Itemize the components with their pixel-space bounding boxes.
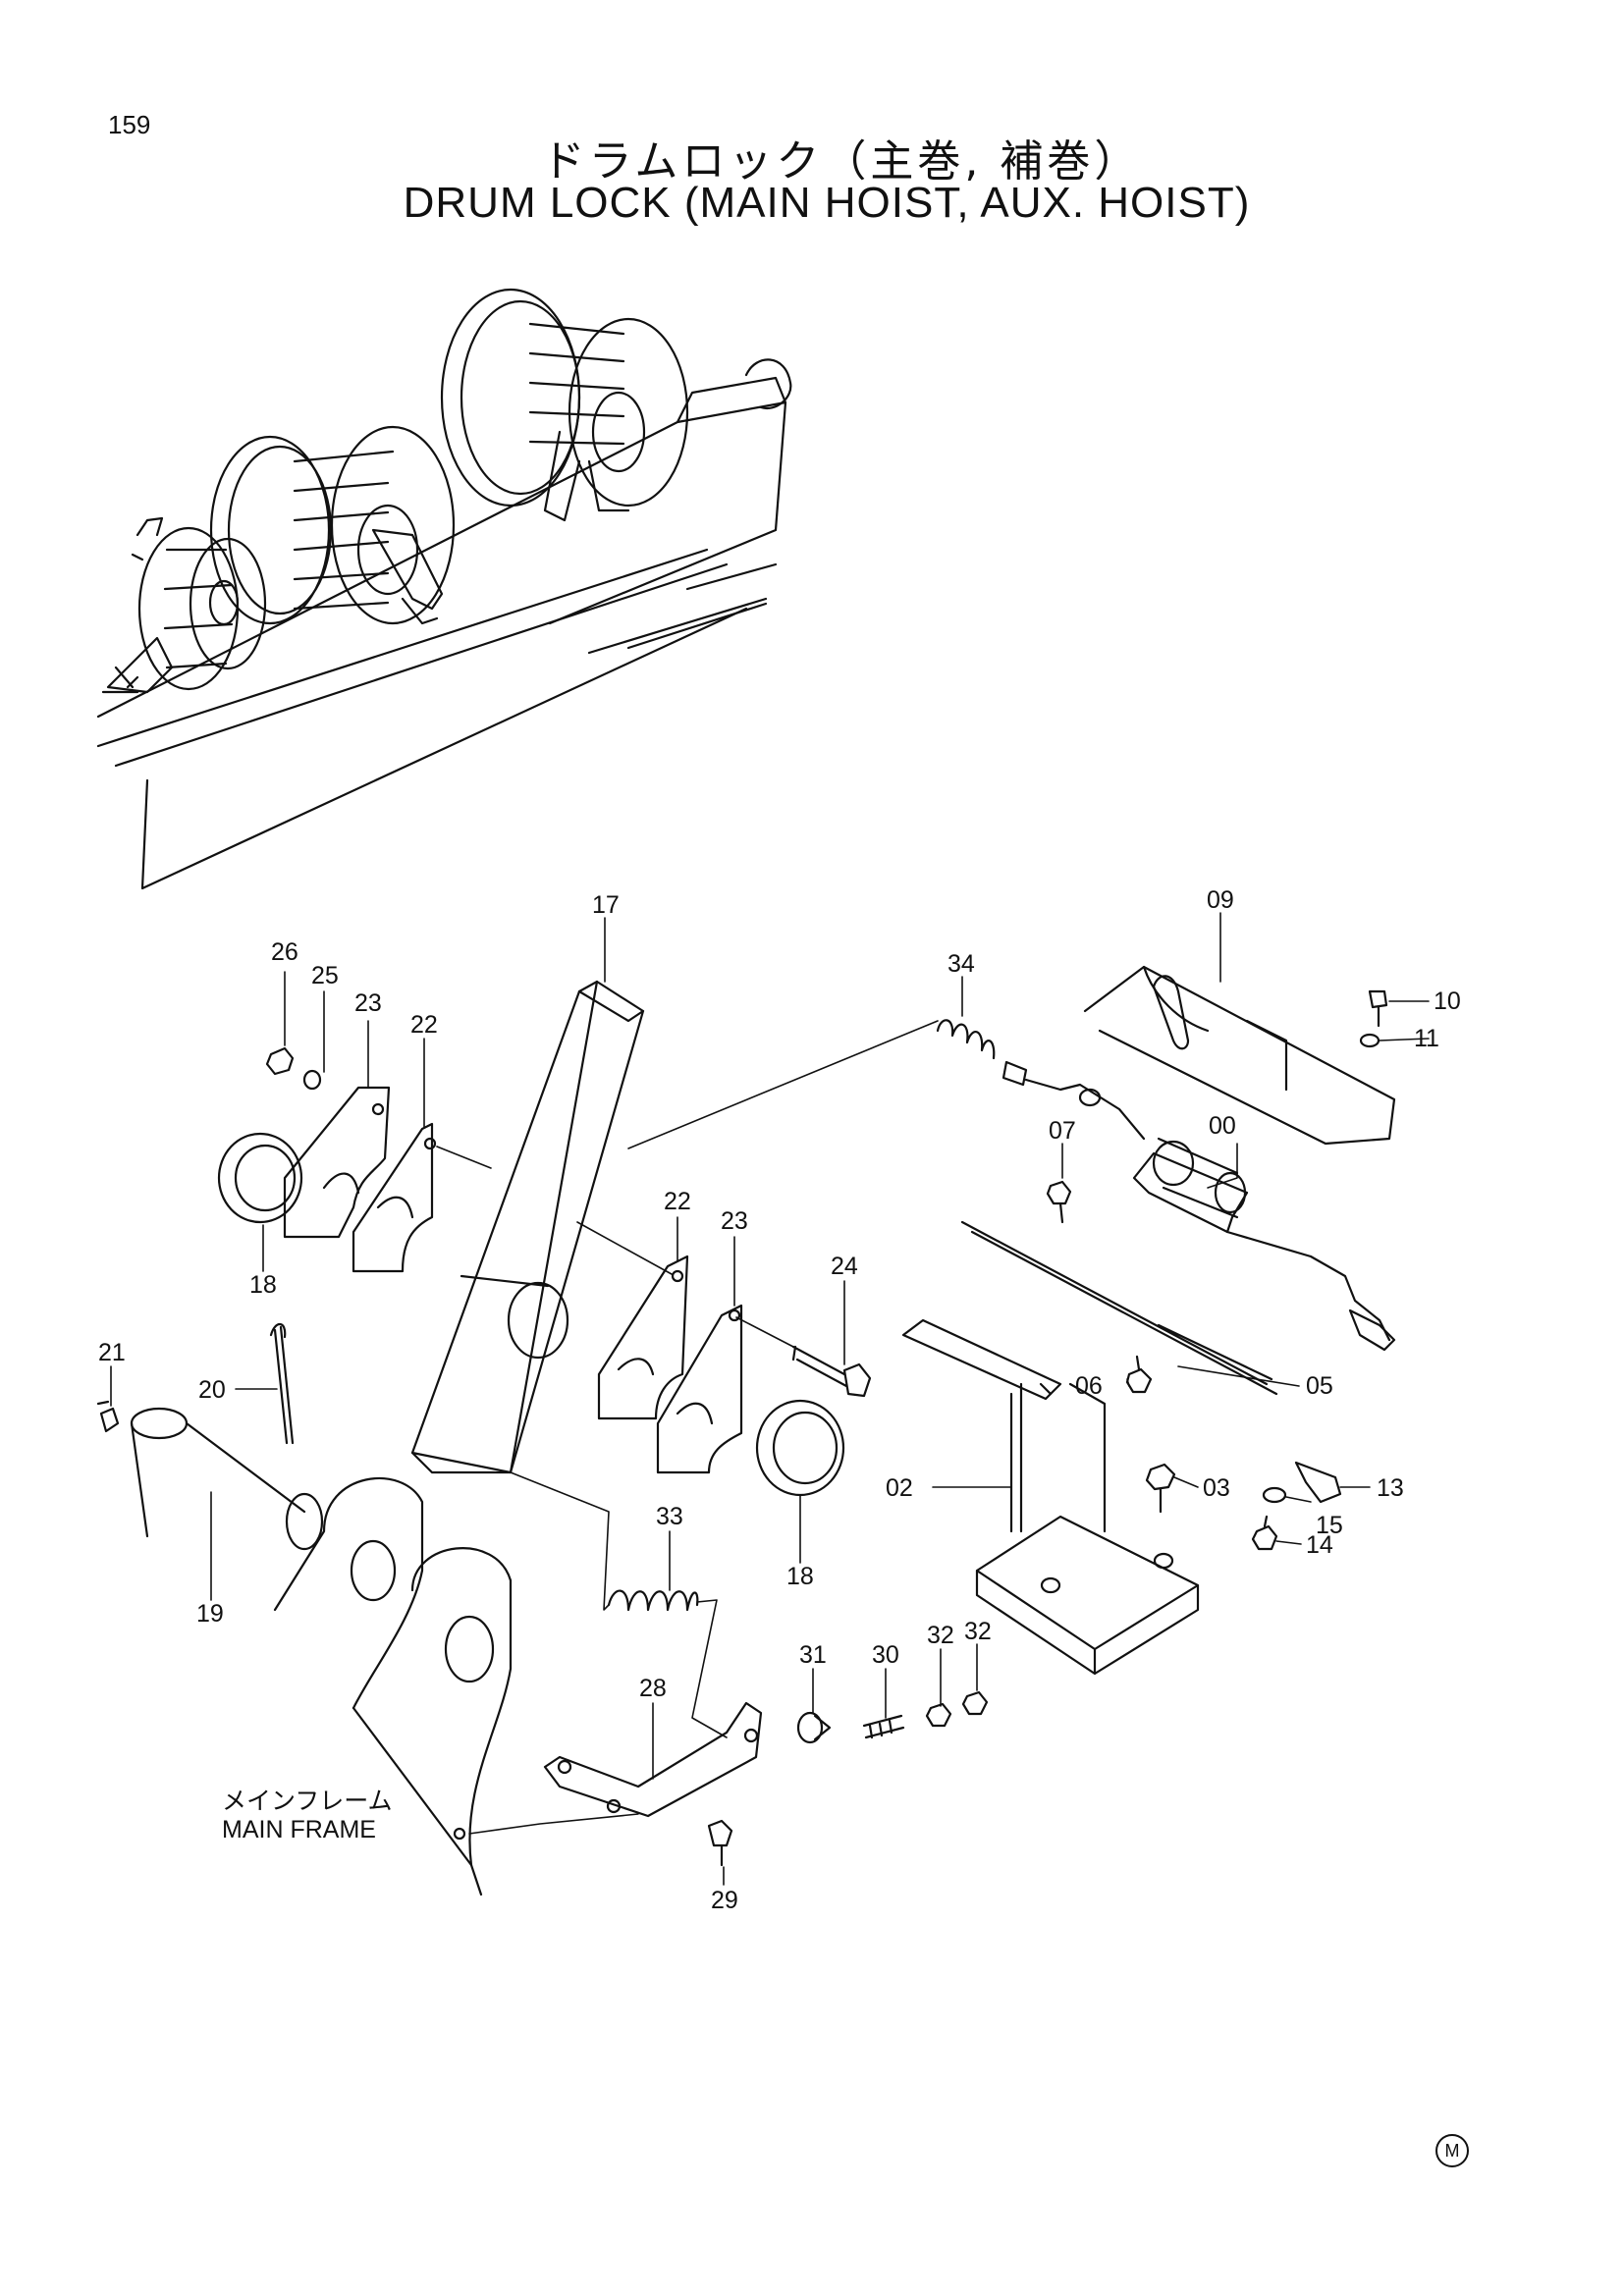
overview-drum-front xyxy=(101,516,267,694)
stud-30 xyxy=(862,1714,905,1739)
callout-20: 20 xyxy=(198,1376,226,1404)
callout-02: 02 xyxy=(886,1474,913,1502)
frame-point-marker xyxy=(453,1827,466,1841)
pawl-part xyxy=(410,980,645,1474)
callout-33: 33 xyxy=(656,1503,683,1530)
callout-07: 07 xyxy=(1049,1117,1076,1145)
bolt-24 xyxy=(791,1345,872,1398)
callout-09: 09 xyxy=(1207,886,1234,914)
callout-34: 34 xyxy=(947,950,975,978)
cover-09 xyxy=(1083,965,1396,1146)
callout-05: 05 xyxy=(1306,1372,1333,1400)
bolt-06 xyxy=(1125,1355,1153,1394)
bolt-03 xyxy=(1145,1463,1176,1514)
callout-19: 19 xyxy=(196,1600,224,1628)
grease-fitting-21 xyxy=(96,1400,120,1433)
callout-18-center: 18 xyxy=(786,1563,814,1590)
callout-29: 29 xyxy=(711,1887,738,1914)
callout-23: 23 xyxy=(354,989,382,1017)
overview-drum-rear xyxy=(440,288,689,522)
callout-labels: 17 09 34 26 25 23 22 10 11 00 07 22 23 1… xyxy=(98,886,1461,1914)
main-frame-label-japanese: メインフレーム xyxy=(222,1787,393,1815)
washer-15 xyxy=(1262,1486,1287,1504)
washer-center xyxy=(755,1399,845,1497)
callout-03: 03 xyxy=(1203,1474,1230,1502)
callout-22-center: 22 xyxy=(664,1188,691,1215)
overview-frame xyxy=(96,358,792,890)
washer-left xyxy=(217,1132,303,1224)
callout-13: 13 xyxy=(1377,1474,1404,1502)
pin-19 xyxy=(130,1407,324,1551)
callout-21: 21 xyxy=(98,1339,126,1366)
stand-02 xyxy=(901,1318,1200,1676)
callout-23-center: 23 xyxy=(721,1207,748,1235)
callout-14: 14 xyxy=(1306,1531,1333,1559)
overview-drum-middle xyxy=(209,425,456,625)
main-frame-label: MAIN FRAME xyxy=(222,1816,376,1843)
page-number: 159 xyxy=(108,110,151,139)
nut-32-left xyxy=(925,1702,952,1728)
bushing-31 xyxy=(796,1711,832,1744)
callout-25: 25 xyxy=(311,962,339,989)
frame-lugs xyxy=(273,1477,513,1896)
bolt-07 xyxy=(1046,1180,1072,1224)
callout-28: 28 xyxy=(639,1675,667,1702)
callout-30: 30 xyxy=(872,1641,899,1669)
leader-lines xyxy=(110,912,1430,1886)
callout-31: 31 xyxy=(799,1641,827,1669)
washer-11 xyxy=(1359,1033,1380,1048)
callout-10: 10 xyxy=(1434,988,1461,1015)
bolt-10 xyxy=(1368,989,1388,1028)
bolt-29 xyxy=(707,1819,733,1867)
washer-25 xyxy=(302,1069,322,1091)
bolt-14 xyxy=(1251,1515,1278,1551)
callout-32-right: 32 xyxy=(964,1618,992,1645)
page-title: DRUM LOCK (MAIN HOIST, AUX. HOIST) xyxy=(403,179,1251,227)
callout-15: 15 xyxy=(1316,1512,1343,1539)
nut-26 xyxy=(265,1046,295,1076)
link-13 xyxy=(1294,1461,1342,1504)
plate-05 xyxy=(960,1220,1278,1396)
page-title-japanese: ドラムロック（主巻, 補巻） xyxy=(541,136,1142,187)
bracket-28 xyxy=(543,1701,763,1818)
callout-32-left: 32 xyxy=(927,1622,954,1649)
callout-26: 26 xyxy=(271,938,298,966)
callout-24: 24 xyxy=(831,1253,858,1280)
callout-11: 11 xyxy=(1414,1025,1439,1052)
marker-symbol: M xyxy=(1435,2134,1469,2167)
callout-18-left: 18 xyxy=(249,1271,277,1299)
cotter-pin-20 xyxy=(269,1322,295,1445)
callout-17: 17 xyxy=(592,891,620,919)
spring-33 xyxy=(607,1589,699,1612)
cable-link xyxy=(1024,1078,1146,1141)
callout-06: 06 xyxy=(1075,1372,1103,1400)
nut-32-right xyxy=(961,1690,989,1716)
plate-pair-center xyxy=(597,1255,743,1474)
callout-00: 00 xyxy=(1209,1112,1236,1140)
spring-34 xyxy=(936,1019,1028,1087)
callout-22: 22 xyxy=(410,1011,438,1039)
solenoid-00 xyxy=(1132,1137,1396,1352)
plate-pair-left xyxy=(283,1086,437,1273)
